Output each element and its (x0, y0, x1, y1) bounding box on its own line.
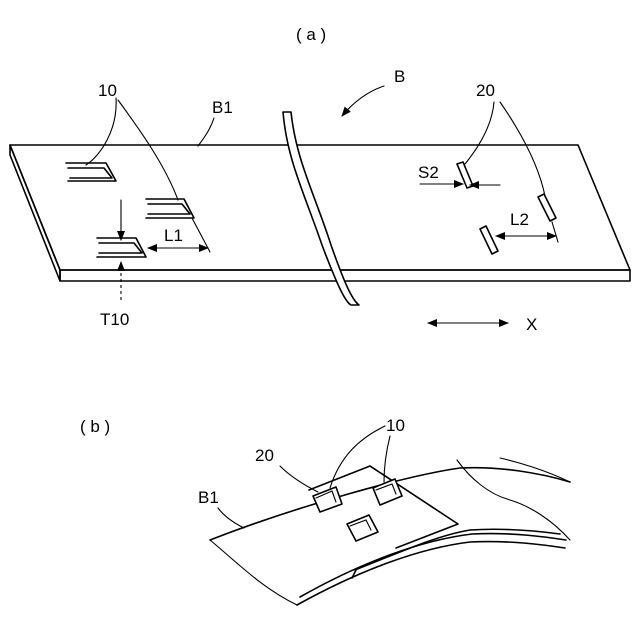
element-10-b-right (373, 479, 402, 505)
element-20-right (538, 194, 556, 221)
leader-lines-10: 10 (86, 81, 178, 200)
panel-b: ( b ) B1 2 (80, 416, 570, 605)
panel-a-label: ( a ) (296, 25, 326, 44)
label-b1-b: B1 (198, 488, 219, 507)
ref-label-10-b: 10 (386, 416, 405, 435)
ref-label-10-a: 10 (98, 81, 117, 100)
element-10-top (66, 163, 116, 181)
strip-break-lines (283, 112, 359, 305)
element-10-b-bottom (347, 515, 378, 541)
elements-20-group (457, 162, 556, 254)
dimension-t10: T10 (100, 200, 129, 329)
element-10-bottom (97, 238, 146, 257)
svg-text:X: X (526, 315, 537, 334)
svg-text:T10: T10 (100, 310, 129, 329)
svg-text:S2: S2 (418, 163, 439, 182)
leader-lines-20: 20 (465, 81, 545, 196)
label-b1-a: B1 (198, 98, 233, 146)
svg-text:L1: L1 (164, 226, 183, 245)
labels-b: B1 20 10 (198, 416, 405, 528)
elements-b-group (313, 479, 402, 541)
svg-text:B1: B1 (212, 98, 233, 117)
ref-label-20-b: 20 (255, 446, 274, 465)
panel-a: ( a ) 10 B1 B (10, 25, 630, 334)
panel-b-label: ( b ) (80, 417, 110, 436)
element-20-b (313, 487, 342, 512)
direction-x: X (428, 315, 537, 334)
element-20-bottom (480, 226, 498, 254)
dimension-l1: L1 (148, 218, 210, 252)
svg-text:B: B (394, 67, 405, 86)
element-10-middle (146, 199, 194, 218)
ref-label-20-a: 20 (476, 81, 495, 100)
label-b: B (342, 67, 405, 116)
svg-text:L2: L2 (510, 210, 529, 229)
